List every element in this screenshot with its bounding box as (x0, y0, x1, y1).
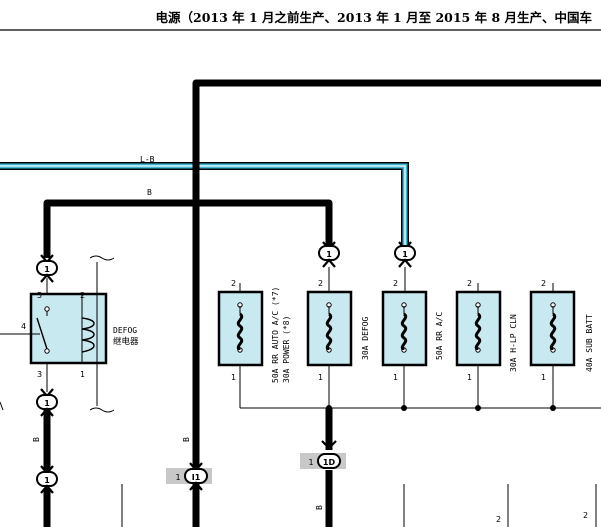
relay-pin-2: 2 (80, 291, 85, 300)
connector-defog-top (318, 241, 340, 268)
fuse-3-label: 50A RR A/C (435, 312, 444, 360)
page-title: 电源（2013 年 1 月之前生产、2013 年 1 月至 2015 年 8 月… (156, 10, 593, 25)
connector-i1-id: I1 (192, 473, 201, 482)
fuse-2-pin-bottom: 1 (318, 373, 323, 382)
fuse-sub-batt (529, 283, 576, 408)
connector-relay-bottom (36, 388, 58, 417)
fuse-4-pin-top: 2 (467, 279, 472, 288)
wire-label-b-left: B (32, 437, 41, 442)
wire-label-lb: L-B (140, 155, 155, 164)
connector-1d-id: 1D (323, 458, 336, 467)
defog-relay (29, 255, 115, 413)
connector-relay-top-pin: 1 (44, 265, 50, 274)
connector-i1-pin: 1 (175, 473, 180, 482)
fuse-rr-auto-ac (217, 283, 264, 408)
connector-relay-bottom-pin: 1 (44, 399, 50, 408)
connector-1d-pin: 1 (308, 458, 313, 467)
fuse-5-pin-top: 2 (541, 279, 546, 288)
connector-rr-ac-top (394, 241, 416, 268)
relay-pin-3: 3 (37, 370, 42, 379)
fuse-defog (306, 267, 353, 408)
wire-lb (0, 162, 409, 245)
fuse-3-pin-top: 2 (393, 279, 398, 288)
relay-pin-4: 4 (21, 322, 26, 331)
bottom-pin-b: 2 (583, 511, 588, 520)
fuse-h-lp-cln (455, 283, 502, 408)
bottom-pin-a: 2 (496, 515, 501, 524)
edge-mark (0, 401, 4, 411)
fuse-3-pin-bottom: 1 (393, 373, 398, 382)
fuse-4-label: 30A H-LP CLN (509, 314, 518, 372)
connector-i1 (166, 462, 212, 491)
wire-label-b-mid: B (182, 437, 191, 442)
fuse-5-pin-bottom: 1 (541, 373, 546, 382)
connector-1d (300, 440, 346, 469)
wire-main-power (192, 79, 601, 527)
fuse-1-pin-top: 2 (231, 279, 236, 288)
fuse-1-label-alt: 30A POWER (*8) (282, 316, 291, 383)
fuse-2-pin-top: 2 (318, 279, 323, 288)
fuse-5-label: 40A SUB BATT (585, 314, 594, 372)
connector-rr-ac-top-pin: 1 (402, 250, 408, 259)
fuse-4-pin-bottom: 1 (467, 373, 472, 382)
fuse-2-label: 30A DEFOG (361, 316, 370, 360)
relay-name: DEFOG (113, 326, 137, 335)
connector-relay-top (36, 254, 58, 283)
connector-left-lower (36, 465, 58, 494)
connector-left-lower-pin: 1 (44, 476, 50, 485)
wire-b-top (43, 199, 333, 258)
relay-pin-1: 1 (80, 370, 85, 379)
relay-pin-5: 5 (37, 291, 42, 300)
wire-label-b-bottom: B (315, 505, 324, 510)
fuse-rr-ac (381, 267, 428, 408)
wire-label-b-top: B (147, 188, 152, 197)
connector-defog-top-pin: 1 (326, 250, 332, 259)
relay-name-cn: 继电器 (113, 336, 139, 347)
fuse-1-pin-bottom: 1 (231, 373, 236, 382)
fuse-1-label: 50A RR AUTO A/C (*7) (271, 287, 280, 383)
